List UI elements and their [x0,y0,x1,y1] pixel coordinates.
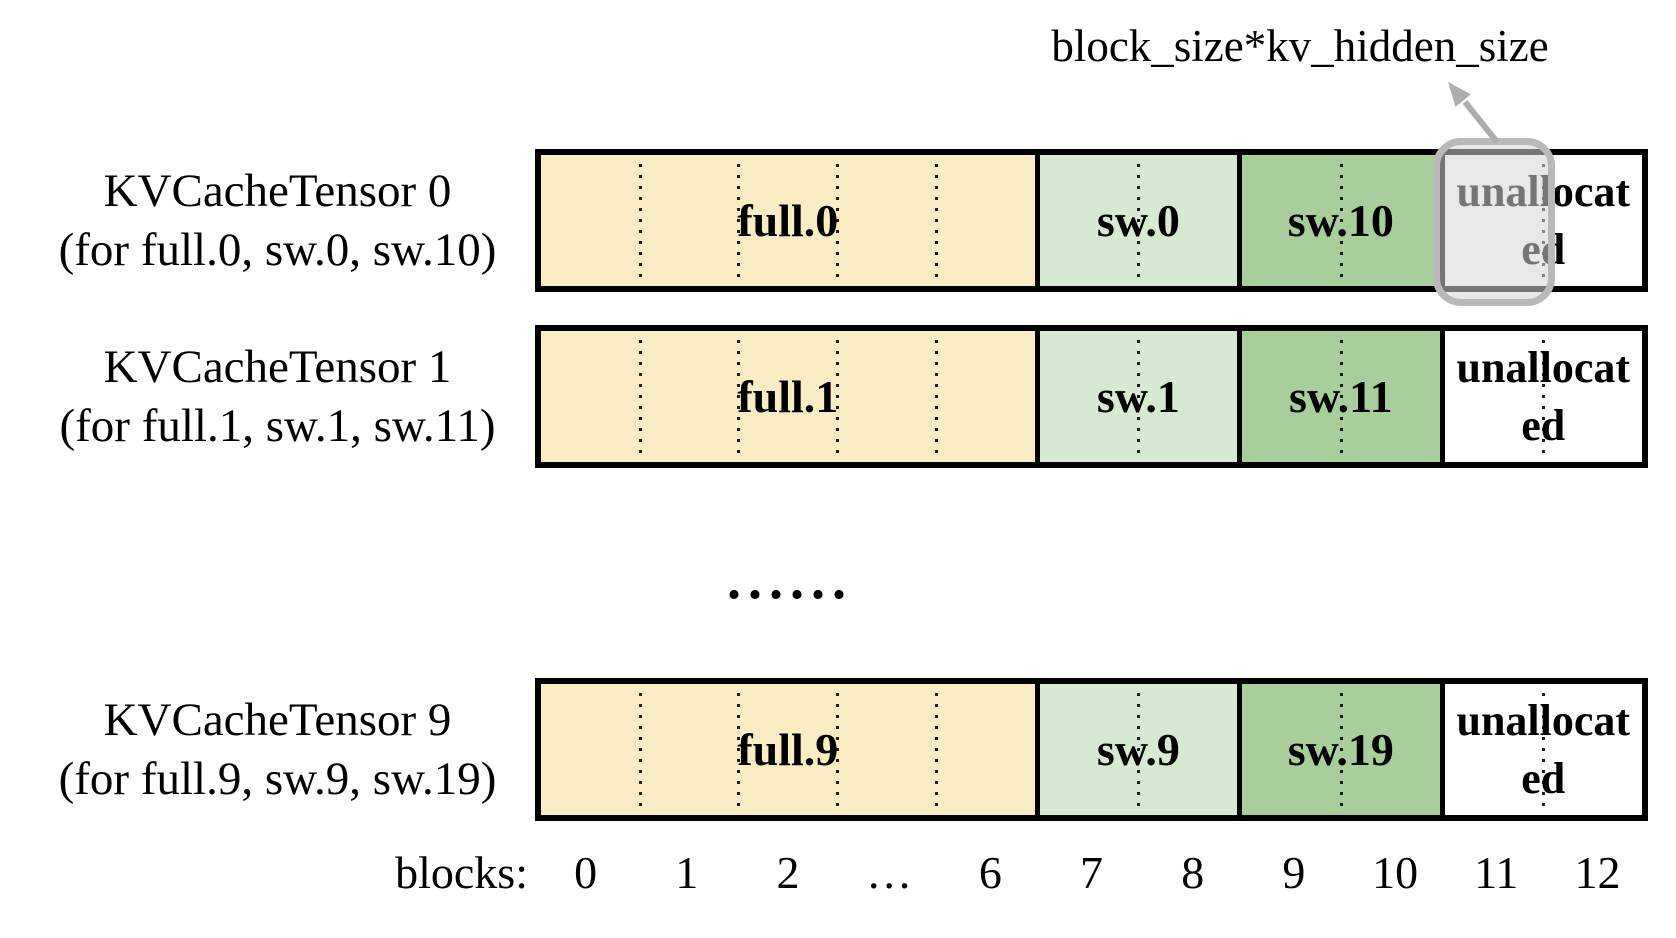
row9-sw-high-label: sw.19 [1287,724,1394,775]
row1-sw-high-label: sw.11 [1289,371,1393,422]
row0-label: KVCacheTensor 0 (for full.0, sw.0, sw.10… [25,149,530,292]
block-divider [737,340,741,453]
axis-tick-1: 1 [675,847,699,898]
row9-segment-sw-low: sw.9 [1034,684,1238,815]
axis-tick-0: 0 [574,847,598,898]
block11-highlight-box [1433,138,1555,306]
row9-full-label: full.9 [737,724,839,775]
axis-tick-7: 7 [1080,847,1104,898]
axis-tick-ellipsis: … [866,847,913,898]
axis-tick-12: 12 [1574,847,1621,898]
row9-segment-full: full.9 [541,684,1035,815]
row0-title: KVCacheTensor 0 [103,165,452,218]
row0-segment-sw-high: sw.10 [1237,155,1440,286]
block-divider [1137,340,1141,453]
row0-sw-low-label: sw.0 [1096,195,1180,246]
row1-segment-sw-high: sw.11 [1237,331,1440,462]
row1-unallocated-label: unallocated [1456,343,1631,450]
block-divider [638,340,642,453]
block-divider [737,164,741,277]
row9-bar: full.9 sw.9 sw.19 unallocated [535,678,1648,821]
row0-sw-high-label: sw.10 [1287,195,1394,246]
row1-segment-unallocated: unallocated [1439,331,1642,462]
block-divider [934,693,938,806]
axis-tick-11: 11 [1474,847,1519,898]
block-divider [1137,693,1141,806]
row1-sw-low-label: sw.1 [1096,371,1180,422]
block-divider [1542,693,1546,806]
block-divider [836,693,840,806]
row0-subtitle: (for full.0, sw.0, sw.10) [58,223,497,276]
block-divider [1339,693,1343,806]
row9-title: KVCacheTensor 9 [103,694,452,747]
row1-segment-sw-low: sw.1 [1034,331,1238,462]
block-divider [1137,164,1141,277]
row9-segment-sw-high: sw.19 [1237,684,1440,815]
block-divider [934,340,938,453]
annotation-arrow-icon [1448,82,1500,144]
row9-unallocated-label: unallocated [1456,696,1631,803]
block-divider [638,693,642,806]
row9-label: KVCacheTensor 9 (for full.9, sw.9, sw.19… [25,678,530,821]
row0-segment-sw-low: sw.0 [1034,155,1238,286]
row1-bar: full.1 sw.1 sw.11 unallocated [535,325,1648,468]
row1-segment-full: full.1 [541,331,1035,462]
annotation-block-size-label: block_size*kv_hidden_size [1051,21,1549,71]
row0-full-label: full.0 [737,195,839,246]
block-divider [934,164,938,277]
row9-sw-low-label: sw.9 [1096,724,1180,775]
axis-caption: blocks: [395,847,528,898]
row9-segment-unallocated: unallocated [1439,684,1642,815]
block-divider [638,164,642,277]
block-divider [836,164,840,277]
block-divider [1339,164,1343,277]
block-divider [1339,340,1343,453]
block-divider [836,340,840,453]
axis-tick-9: 9 [1282,847,1306,898]
axis-tick-8: 8 [1181,847,1205,898]
row9-subtitle: (for full.9, sw.9, sw.19) [58,752,497,805]
rows-ellipsis: ...... [727,549,853,611]
axis-tick-10: 10 [1372,847,1419,898]
row1-full-label: full.1 [737,371,839,422]
row1-subtitle: (for full.1, sw.1, sw.11) [59,399,496,452]
axis-tick-2: 2 [776,847,800,898]
row0-segment-full: full.0 [541,155,1035,286]
row1-label: KVCacheTensor 1 (for full.1, sw.1, sw.11… [25,325,530,468]
block-divider [737,693,741,806]
block-divider [1542,340,1546,453]
row1-title: KVCacheTensor 1 [103,341,452,394]
axis-tick-6: 6 [978,847,1002,898]
axis-ticks: 0 1 2 … 6 7 8 9 10 11 12 [535,846,1648,899]
